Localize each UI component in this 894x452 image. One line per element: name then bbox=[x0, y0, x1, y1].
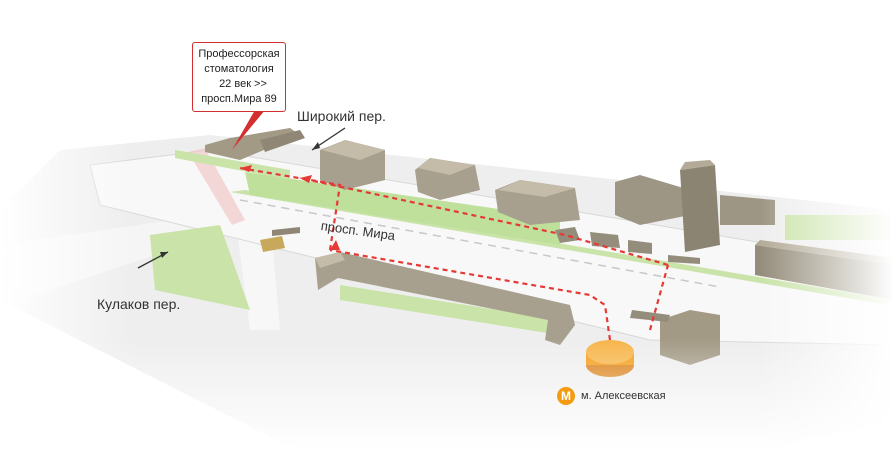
clinic-name-line2: стоматология bbox=[204, 63, 274, 75]
metro-station: М м. Алексеевская bbox=[557, 386, 666, 406]
clinic-link[interactable]: 22 век >> bbox=[219, 78, 267, 90]
clinic-name-line1: Профессорская bbox=[198, 48, 280, 60]
destination-callout[interactable]: Профессорская стоматология 22 век >> про… bbox=[192, 42, 286, 112]
metro-station-name: м. Алексеевская bbox=[581, 390, 666, 402]
metro-icon: М bbox=[557, 387, 575, 405]
clinic-address: просп.Мира 89 bbox=[201, 93, 277, 105]
street-label-shiroky: Широкий пер. bbox=[297, 108, 386, 124]
street-label-kulakov: Кулаков пер. bbox=[97, 296, 181, 312]
